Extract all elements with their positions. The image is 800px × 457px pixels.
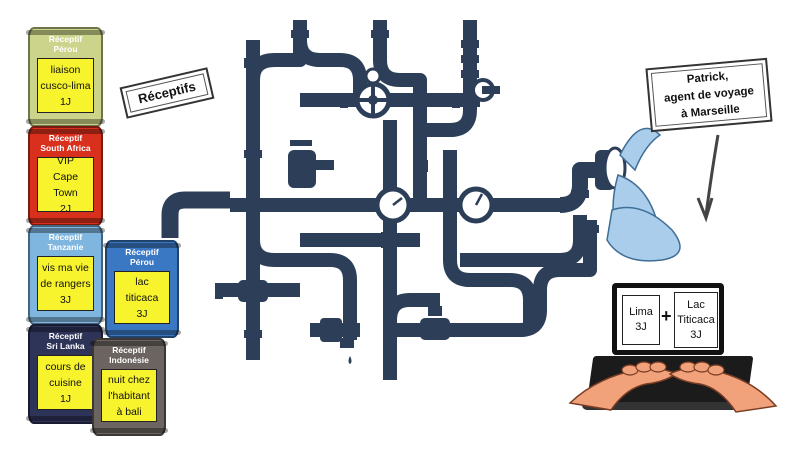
barrel-note: cours de cuisine 1J xyxy=(37,355,94,410)
barrel-title: Réceptif Indonésie xyxy=(109,345,149,365)
barrel-note: nuit chez l'habitant à bali xyxy=(101,369,157,422)
barrel-receptif-sri-lanka: Réceptif Sri Lanka cours de cuisine 1J xyxy=(26,324,105,424)
plus-sign: + xyxy=(661,306,672,326)
barrel-note: vis ma vie de rangers 3J xyxy=(37,256,94,311)
barrel-receptif-south-africa: Réceptif South Africa VIP Cape Town 2J xyxy=(26,126,105,226)
lac-titicaca-card: Lac Titicaca 3J xyxy=(674,292,718,348)
barrel-title: Réceptif Tanzanie xyxy=(47,232,84,252)
barrel-note: liaison cusco-lima 1J xyxy=(37,58,94,113)
barrel-receptif-tanzanie: Réceptif Tanzanie vis ma vie de rangers … xyxy=(26,225,105,325)
barrel-title: Réceptif South Africa xyxy=(40,133,91,153)
barrel-title: Réceptif Sri Lanka xyxy=(46,331,85,351)
laptop: Lima 3J + Lac Titicaca 3J xyxy=(612,283,724,355)
barrel-note: lac titicaca 3J xyxy=(114,271,170,324)
lima-card: Lima 3J xyxy=(622,295,660,345)
barrel-receptif-perou-2: Réceptif Pérou lac titicaca 3J xyxy=(103,240,181,338)
agent-text: Patrick, agent de voyage à Marseille xyxy=(663,69,755,120)
agent-label: Patrick, agent de voyage à Marseille xyxy=(645,57,773,133)
laptop-screen: Lima 3J + Lac Titicaca 3J xyxy=(617,288,719,350)
barrel-title: Réceptif Pérou xyxy=(48,34,83,54)
barrel-title: Réceptif Pérou xyxy=(125,247,159,267)
barrel-note: VIP Cape Town 2J xyxy=(37,155,94,215)
laptop-base xyxy=(582,402,758,410)
typing-hands xyxy=(568,361,778,413)
barrel-receptif-indonesie: Réceptif Indonésie nuit chez l'habitant … xyxy=(90,338,168,436)
barrel-receptif-perou: Réceptif Pérou liaison cusco-lima 1J xyxy=(26,27,105,127)
